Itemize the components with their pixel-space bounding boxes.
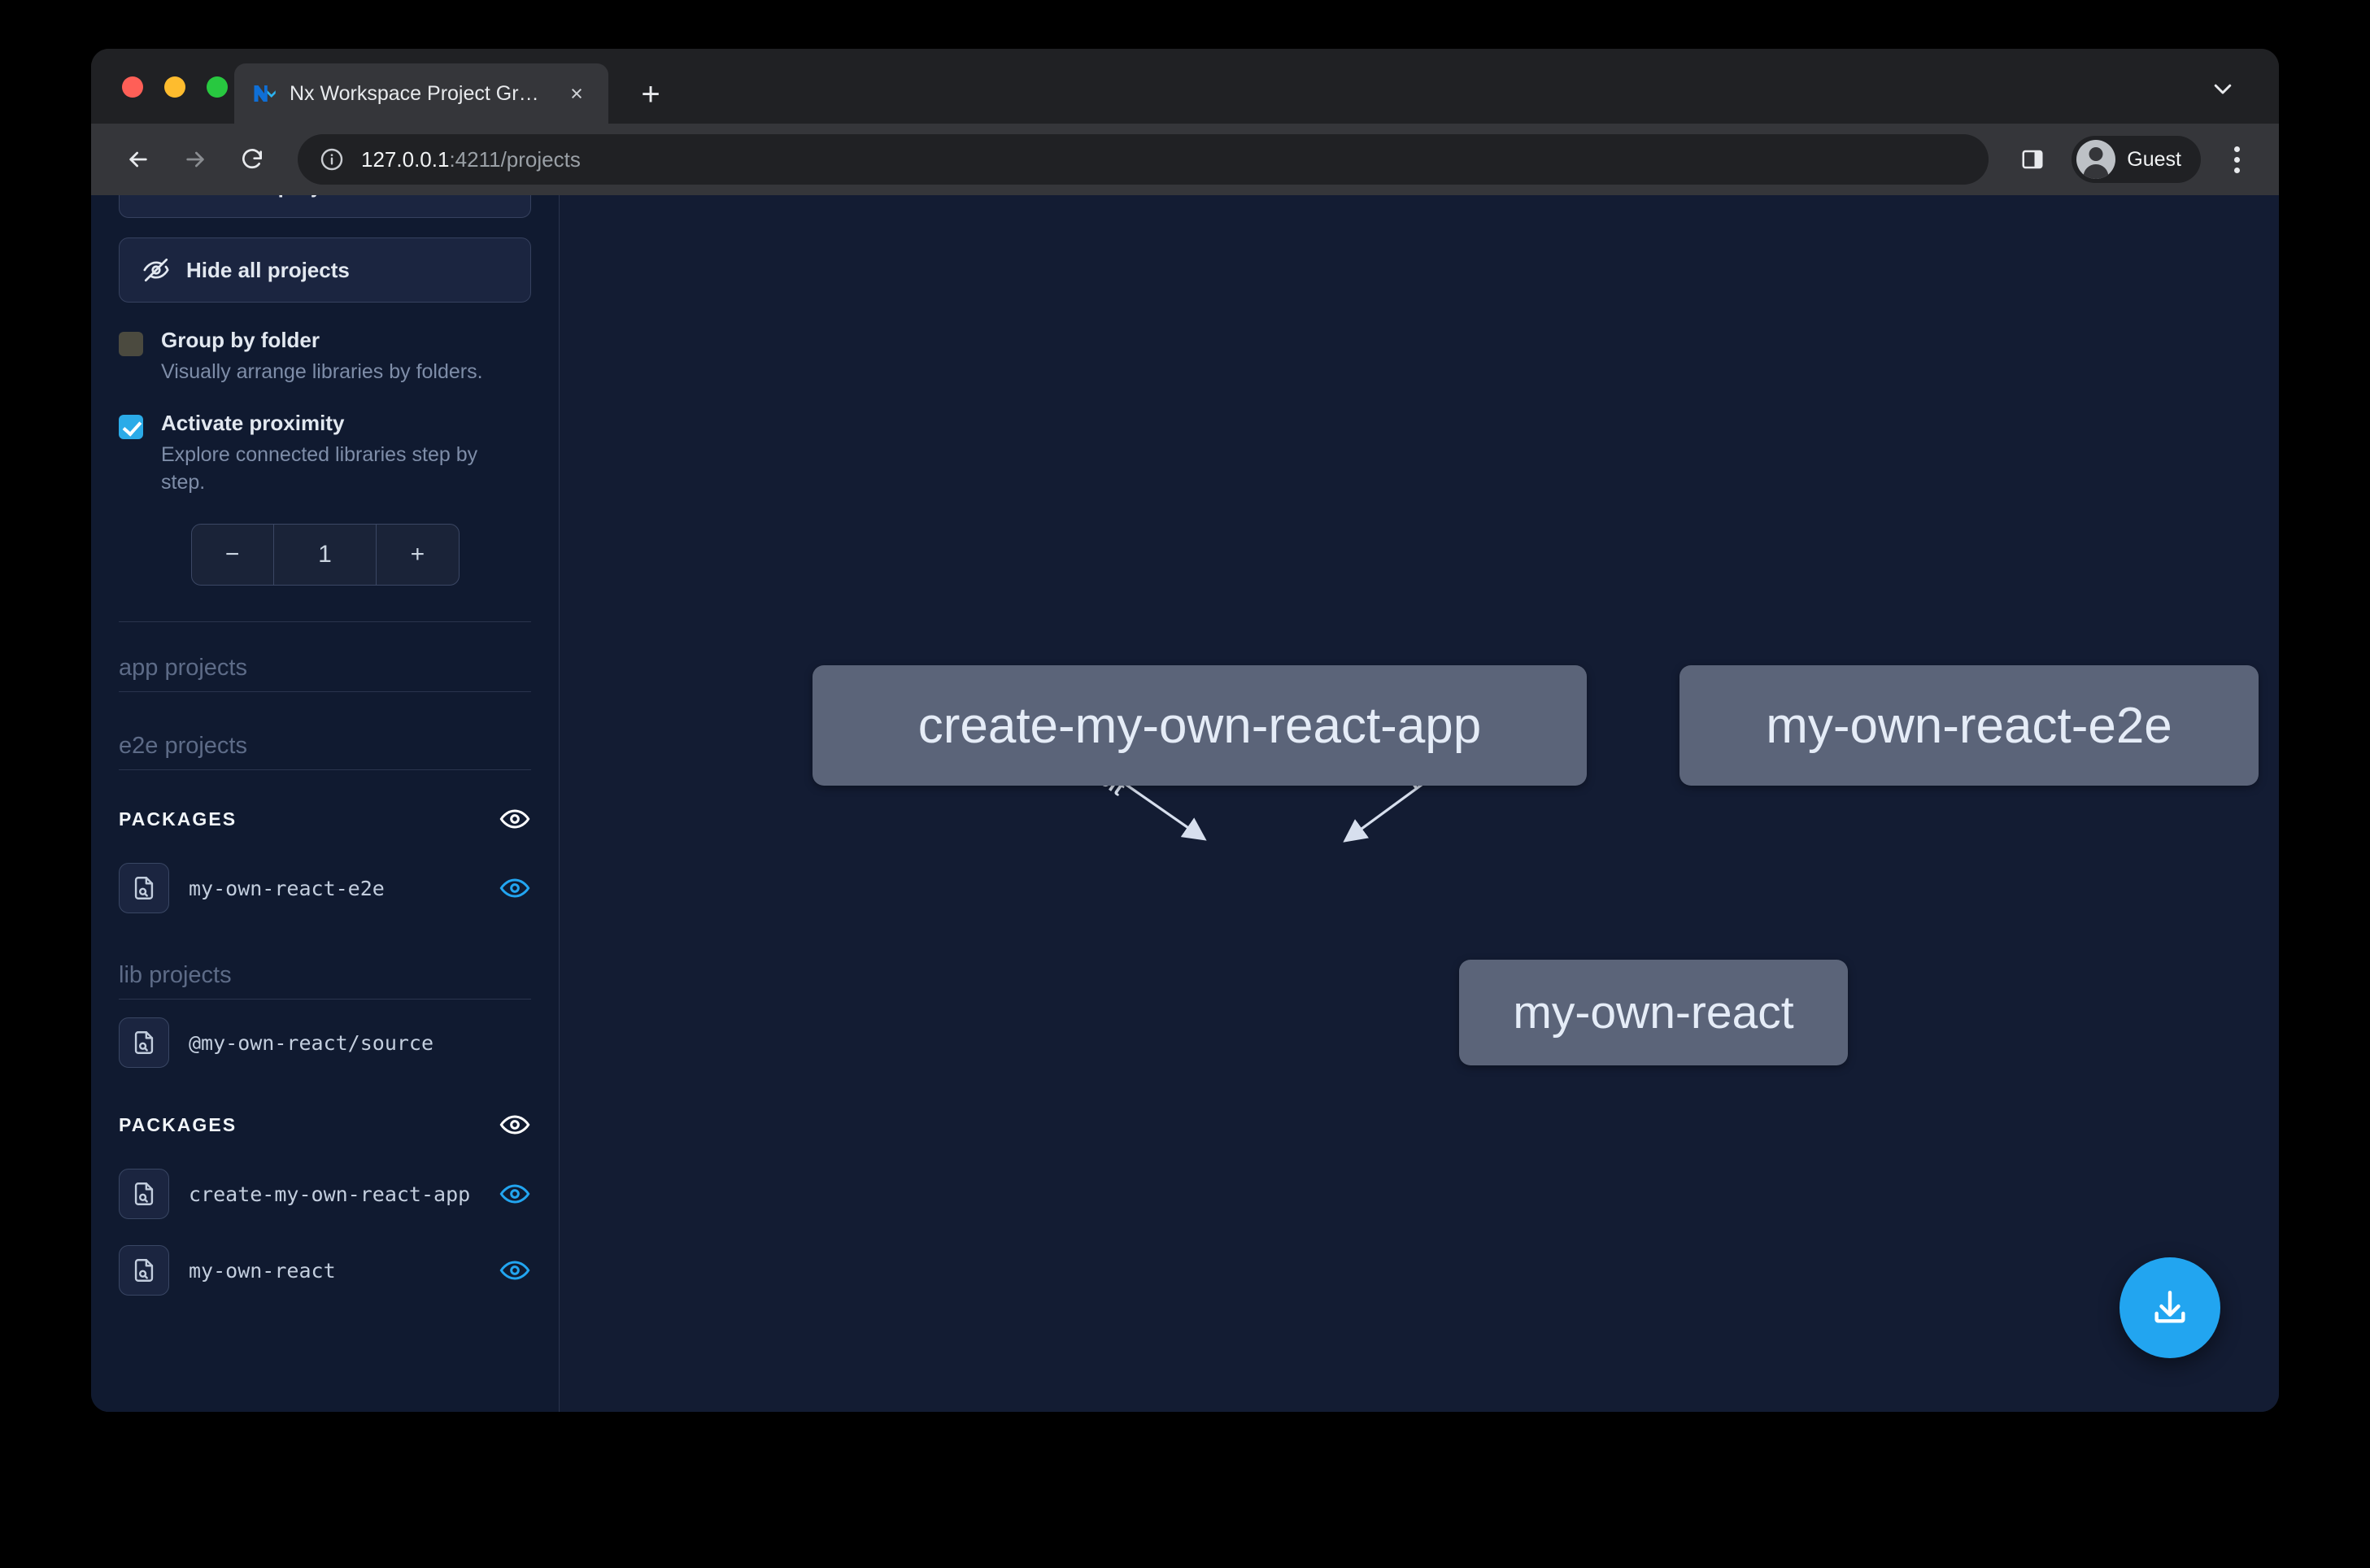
eye-icon[interactable] xyxy=(499,1108,531,1141)
file-search-icon xyxy=(119,1245,169,1296)
graph-node-my-own-react[interactable]: my-own-react xyxy=(1459,960,1848,1065)
download-graph-button[interactable] xyxy=(2119,1257,2220,1358)
group-header-app-projects: app projects xyxy=(119,622,531,693)
eye-icon[interactable] xyxy=(499,1254,531,1287)
forward-arrow-icon[interactable] xyxy=(172,137,218,182)
group-header-e2e-projects: e2e projects xyxy=(119,700,531,771)
packages-header-label: PACKAGES xyxy=(119,808,237,830)
url-text: 127.0.0.1:4211/projects xyxy=(361,147,581,172)
project-name: my-own-react xyxy=(189,1258,336,1283)
sidebar-scroll-content: Show all projects Hide all projects Grou… xyxy=(119,195,531,1312)
file-search-icon xyxy=(119,863,169,914)
eye-icon[interactable] xyxy=(499,872,531,904)
sidebar-divider xyxy=(119,621,531,623)
activate-proximity-checkbox[interactable] xyxy=(119,415,143,440)
back-arrow-icon[interactable] xyxy=(115,137,161,182)
graph-node-create-my-own-react-app[interactable]: create-my-own-react-app xyxy=(813,665,1587,786)
page-content: Show all projects Hide all projects Grou… xyxy=(91,195,2279,1412)
list-item[interactable]: my-own-react-e2e xyxy=(119,853,531,923)
profile-button[interactable]: Guest xyxy=(2072,136,2201,183)
browser-window: Nx Workspace Project Graph × + 127.0.0. xyxy=(91,49,2279,1412)
close-window-button[interactable] xyxy=(122,76,143,98)
file-search-icon xyxy=(119,1169,169,1220)
option-group-by-folder[interactable]: Group by folder Visually arrange librari… xyxy=(119,327,531,385)
url-host: 127.0.0.1 xyxy=(361,146,450,172)
proximity-increment-button[interactable]: + xyxy=(410,541,425,568)
tab-title: Nx Workspace Project Graph xyxy=(290,81,550,105)
show-all-projects-button[interactable]: Show all projects xyxy=(119,195,531,218)
url-path: :4211/projects xyxy=(449,146,581,172)
packages-header-label: PACKAGES xyxy=(119,1113,237,1135)
project-name: create-my-own-react-app xyxy=(189,1182,471,1206)
maximize-window-button[interactable] xyxy=(207,76,228,98)
activate-proximity-label: Activate proximity xyxy=(161,411,345,436)
file-search-icon xyxy=(119,1017,169,1069)
projects-sidebar[interactable]: Show all projects Hide all projects Grou… xyxy=(91,195,560,1412)
eye-icon[interactable] xyxy=(499,1178,531,1210)
tab-strip: Nx Workspace Project Graph × + xyxy=(91,49,2279,124)
option-activate-proximity[interactable]: Activate proximity Explore connected lib… xyxy=(119,410,531,496)
group-by-folder-label: Group by folder xyxy=(161,328,320,352)
proximity-value: 1 xyxy=(272,525,377,586)
hide-all-projects-button[interactable]: Hide all projects xyxy=(119,237,531,303)
graph-node-label: create-my-own-react-app xyxy=(917,697,1482,754)
eye-icon[interactable] xyxy=(499,803,531,835)
avatar xyxy=(2076,140,2116,179)
show-all-projects-label: Show all projects xyxy=(186,195,360,198)
info-circle-icon[interactable] xyxy=(319,146,345,172)
proximity-decrement-button[interactable]: − xyxy=(224,541,240,568)
side-panel-icon[interactable] xyxy=(2013,140,2052,179)
project-name: my-own-react-e2e xyxy=(189,876,385,900)
graph-edges: implicit implicit xyxy=(1014,699,1537,843)
group-by-folder-description: Visually arrange libraries by folders. xyxy=(161,359,483,383)
list-item[interactable]: create-my-own-react-app xyxy=(119,1159,531,1229)
list-item[interactable]: my-own-react xyxy=(119,1235,531,1305)
packages-header-e2e[interactable]: PACKAGES xyxy=(119,778,531,847)
group-by-folder-checkbox[interactable] xyxy=(119,332,143,356)
graph-node-my-own-react-e2e[interactable]: my-own-react-e2e xyxy=(1679,665,2259,786)
project-graph-canvas[interactable]: implicit implicit create-my-own-react-ap… xyxy=(560,195,2279,1412)
close-icon[interactable]: × xyxy=(570,81,583,106)
browser-toolbar: 127.0.0.1:4211/projects Guest xyxy=(91,124,2279,195)
graph-node-label: my-own-react xyxy=(1513,987,1794,1039)
three-dot-menu-icon[interactable] xyxy=(2219,138,2255,181)
reload-icon[interactable] xyxy=(229,137,275,182)
download-icon xyxy=(2154,1291,2185,1323)
chevron-down-icon[interactable] xyxy=(2207,76,2238,101)
profile-label: Guest xyxy=(2127,147,2181,171)
graph-node-label: my-own-react-e2e xyxy=(1766,697,2172,754)
hide-all-projects-label: Hide all projects xyxy=(186,257,350,282)
minimize-window-button[interactable] xyxy=(164,76,185,98)
list-item[interactable]: @my-own-react/source xyxy=(119,1008,531,1078)
nx-logo-icon xyxy=(252,81,277,106)
window-controls xyxy=(122,76,228,98)
address-bar[interactable]: 127.0.0.1:4211/projects xyxy=(298,134,1989,185)
project-name: @my-own-react/source xyxy=(189,1030,434,1055)
packages-header-lib[interactable]: PACKAGES xyxy=(119,1084,531,1152)
browser-tab[interactable]: Nx Workspace Project Graph × xyxy=(234,63,608,124)
proximity-stepper[interactable]: − 1 + xyxy=(190,524,460,586)
group-header-lib-projects: lib projects xyxy=(119,930,531,1000)
new-tab-button[interactable]: + xyxy=(641,76,660,112)
eye-off-icon xyxy=(143,258,169,282)
activate-proximity-description: Explore connected libraries step by step… xyxy=(161,442,478,494)
